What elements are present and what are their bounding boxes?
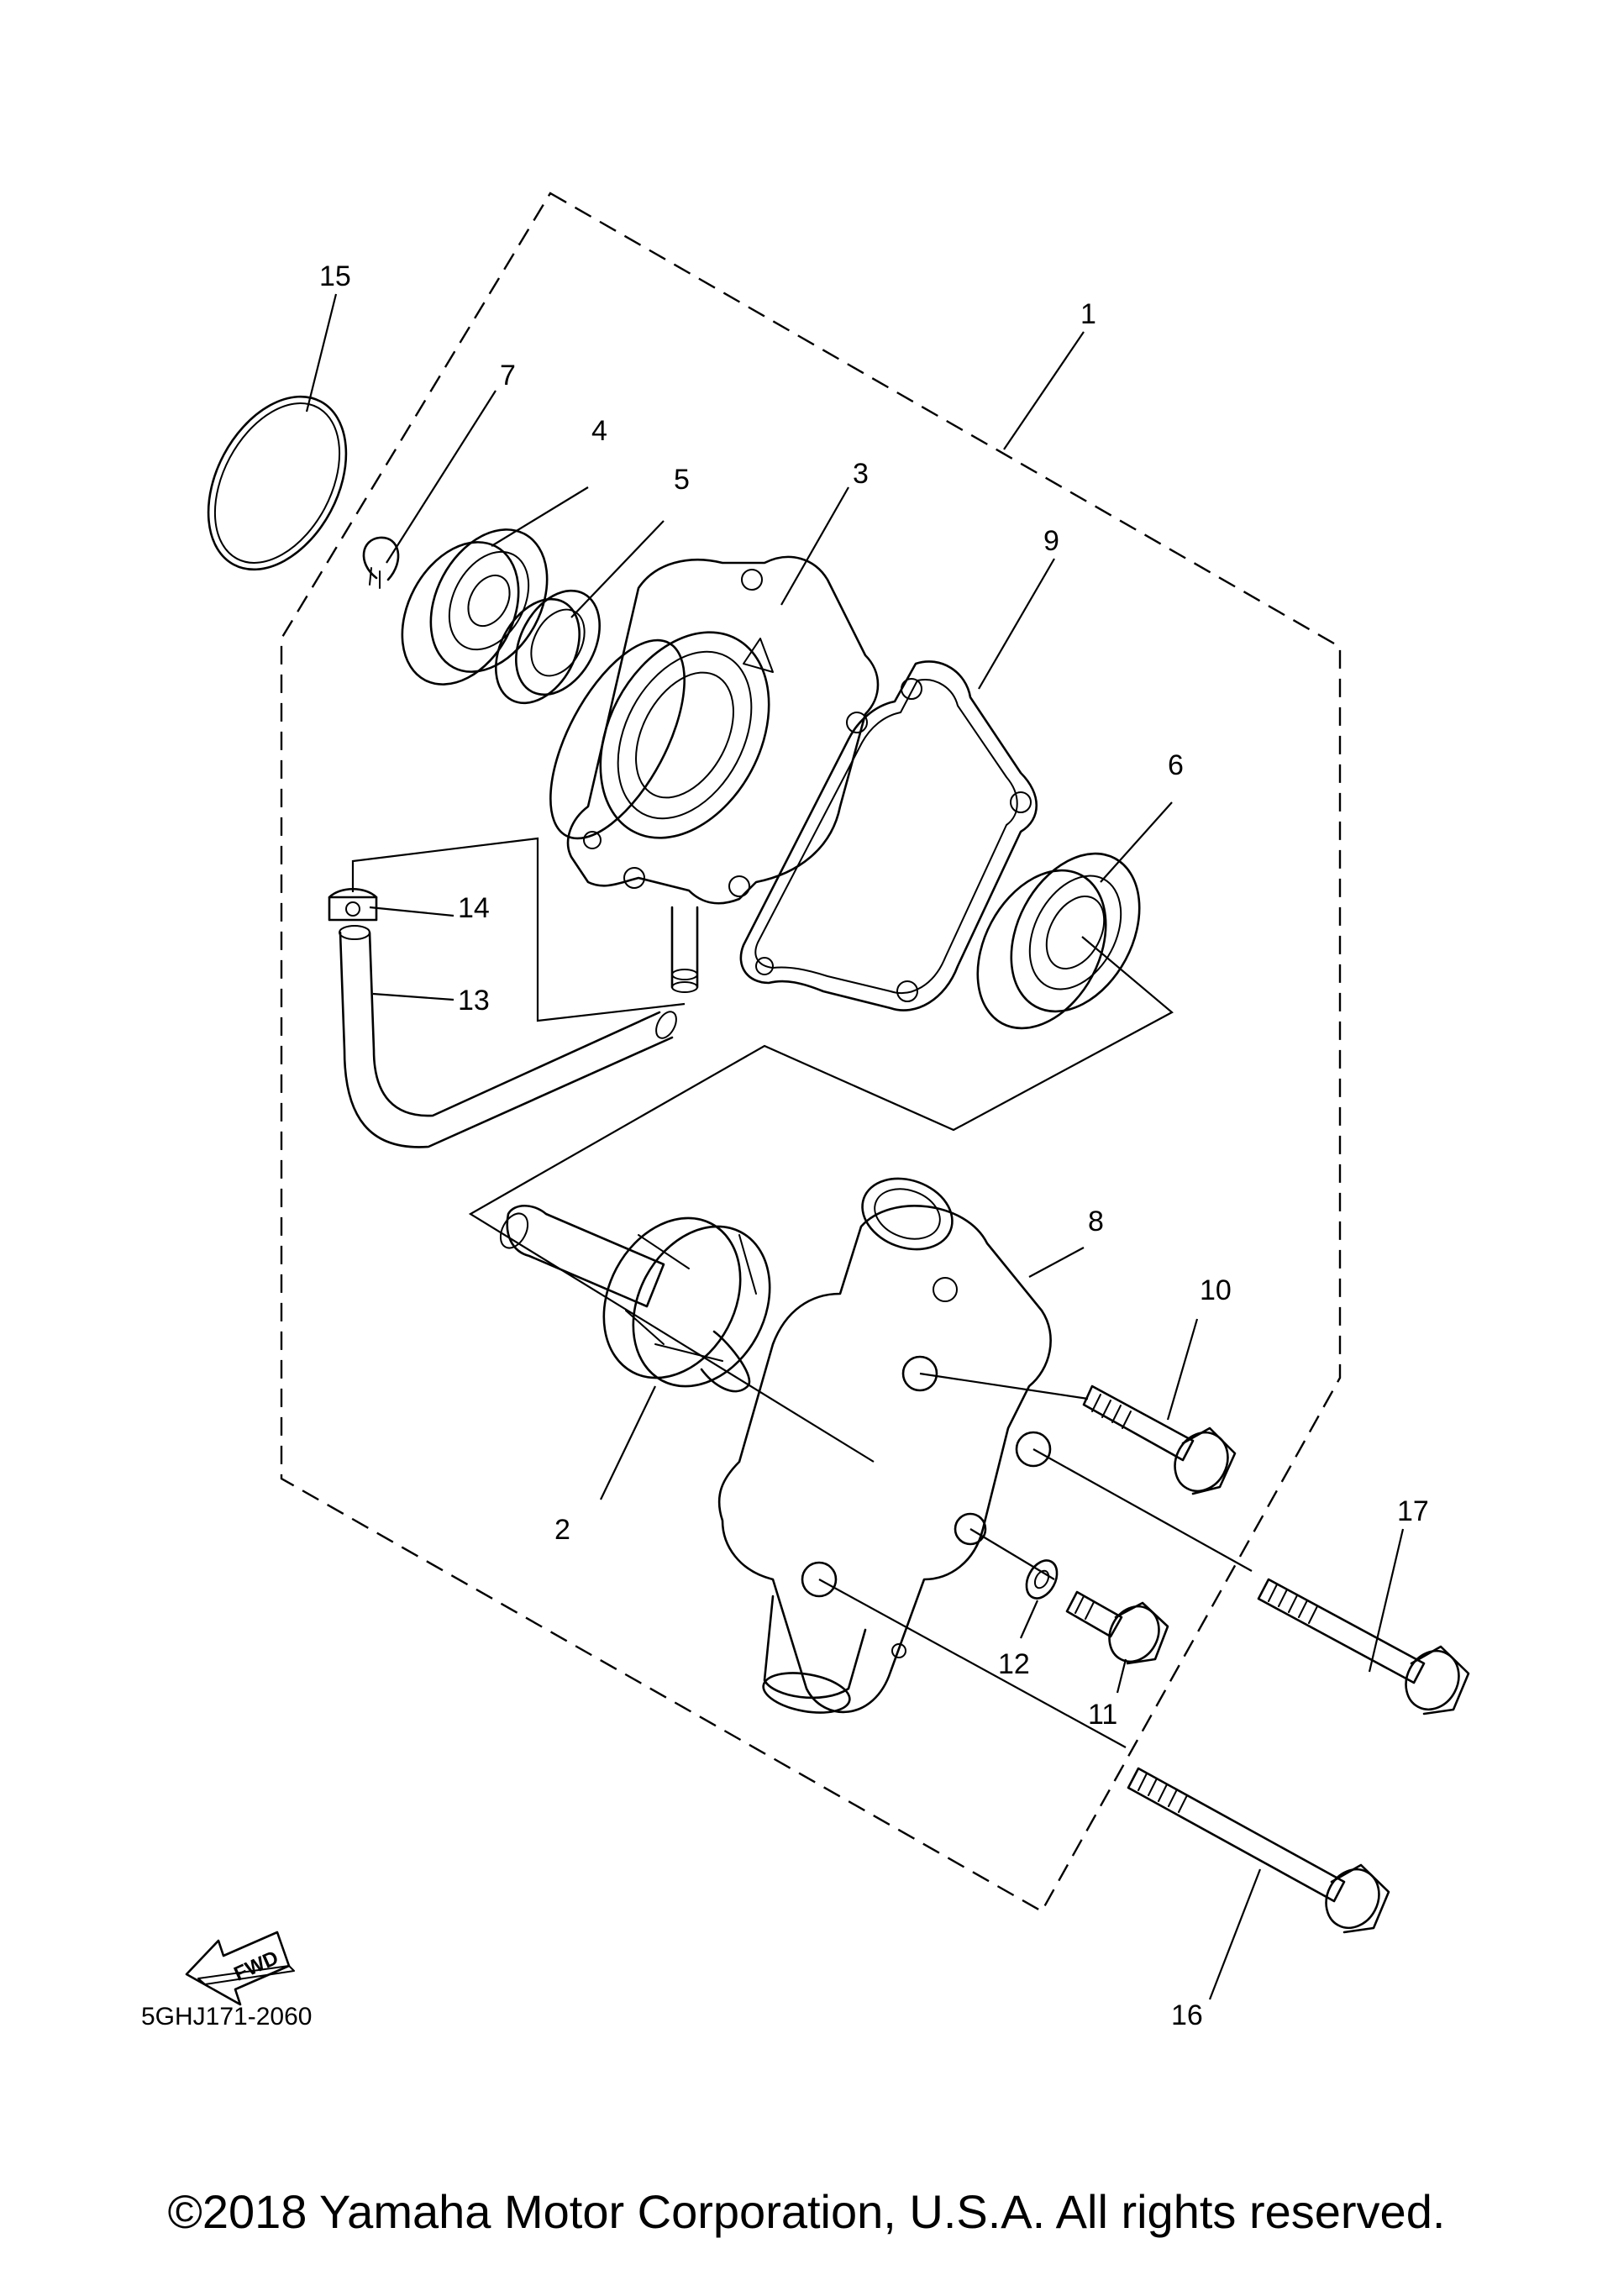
bolt-part-10	[1082, 1384, 1237, 1495]
callout-8: 8	[1088, 1206, 1104, 1237]
callout-3: 3	[853, 458, 869, 490]
impeller-part-2	[499, 1204, 771, 1393]
callout-2: 2	[554, 1514, 570, 1546]
circlip-part-7	[362, 536, 400, 581]
callout-6: 6	[1168, 749, 1184, 781]
callout-15: 15	[319, 260, 351, 292]
callout-13: 13	[458, 985, 490, 1017]
callout-16: 16	[1171, 1999, 1203, 2031]
fwd-arrow-icon: FWD	[185, 1931, 295, 2006]
pump-cover-part-8	[717, 1177, 1052, 1714]
washer-part-12	[1025, 1559, 1059, 1600]
callout-4: 4	[591, 415, 607, 447]
gasket-part-9	[739, 660, 1038, 1011]
callout-17: 17	[1397, 1495, 1429, 1527]
callout-14: 14	[458, 892, 490, 924]
long-bolt-part-17	[1257, 1578, 1470, 1715]
callout-1: 1	[1080, 298, 1096, 330]
callout-7: 7	[500, 360, 516, 391]
housing-part-3	[549, 555, 880, 993]
hose-clamp-part-14	[328, 888, 378, 922]
bearing-part-4	[401, 528, 549, 686]
copyright-notice: ©2018 Yamaha Motor Corporation, U.S.A. A…	[167, 2185, 1446, 2238]
long-bolt-part-16	[1127, 1767, 1390, 1934]
o-ring-part-15	[207, 395, 348, 571]
oil-seal-part-5	[495, 589, 601, 705]
callout-9: 9	[1043, 525, 1059, 557]
callout-10: 10	[1200, 1274, 1232, 1306]
callout-11: 11	[1088, 1699, 1117, 1731]
hose-part-13	[339, 925, 677, 1148]
bolt-part-11	[1065, 1590, 1169, 1665]
diagram-code: 5GHJ171-2060	[141, 2003, 313, 2031]
mechanical-seal-part-6	[976, 852, 1141, 1030]
callout-5: 5	[674, 464, 690, 496]
assembly-outline	[280, 192, 1342, 1913]
callout-12: 12	[998, 1648, 1030, 1680]
